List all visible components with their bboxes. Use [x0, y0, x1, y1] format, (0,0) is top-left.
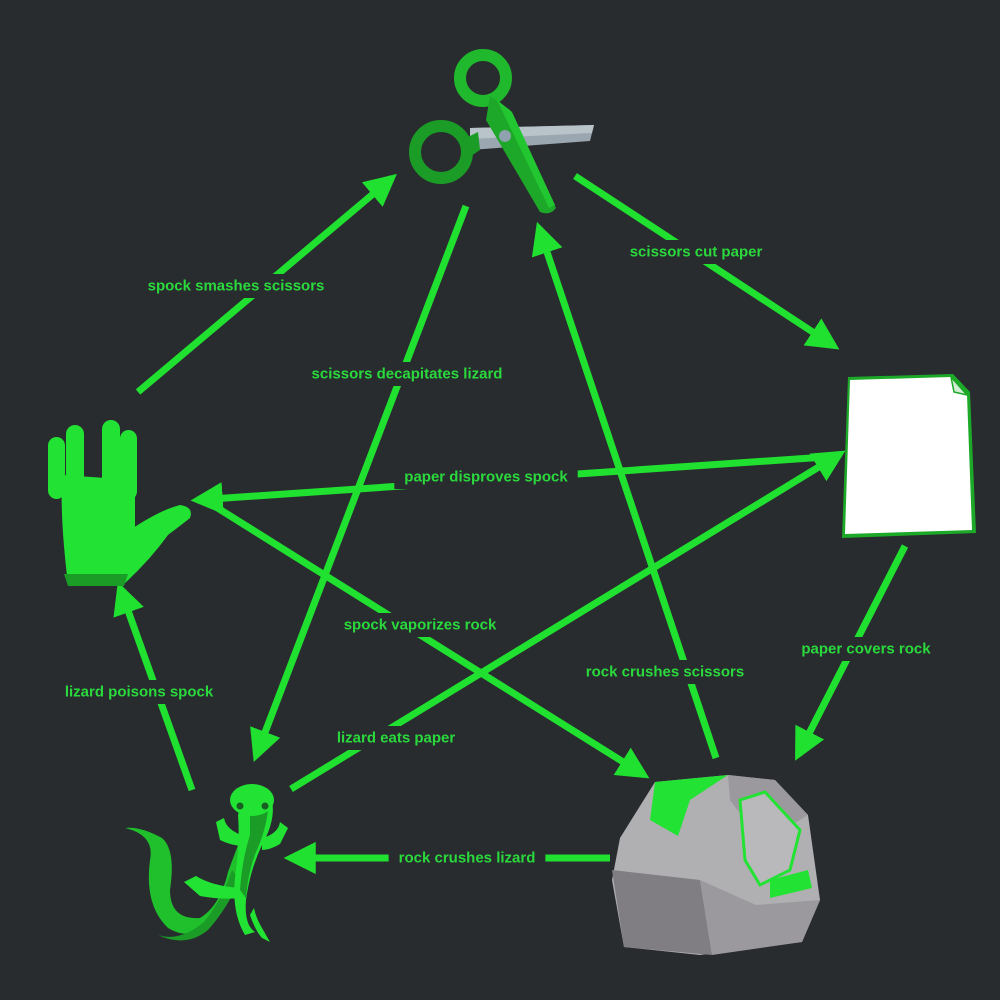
edge-label-scissors-paper: scissors cut paper [630, 244, 763, 261]
label-group-rock-lizard: rock crushes lizard [388, 846, 546, 870]
label-group-scissors-paper: scissors cut paper [619, 240, 773, 264]
spock-hand-icon [48, 420, 191, 586]
edge-label-spock-scissors: spock smashes scissors [148, 278, 325, 295]
edge-label-paper-rock: paper covers rock [801, 641, 931, 658]
label-group-scissors-lizard: scissors decapitates lizard [301, 362, 513, 386]
labels-layer: scissors cut paper paper covers rock roc… [54, 240, 941, 870]
label-group-lizard-paper: lizard eats paper [326, 726, 466, 750]
label-group-paper-rock: paper covers rock [791, 637, 941, 661]
label-group-rock-scissors: rock crushes scissors [575, 660, 755, 684]
scissors-icon [409, 49, 594, 214]
paper-icon [842, 374, 976, 538]
label-group-paper-spock: paper disproves spock [394, 465, 578, 489]
edge-label-spock-rock: spock vaporizes rock [344, 617, 497, 634]
edge-label-rock-lizard: rock crushes lizard [399, 850, 536, 867]
edge-label-lizard-paper: lizard eats paper [337, 730, 456, 747]
edge-label-lizard-spock: lizard poisons spock [65, 684, 214, 701]
edge-label-scissors-lizard: scissors decapitates lizard [312, 366, 503, 383]
label-group-spock-rock: spock vaporizes rock [333, 613, 507, 637]
lizard-icon [125, 784, 288, 942]
arrow-scissors-lizard [250, 204, 470, 763]
label-group-lizard-spock: lizard poisons spock [54, 680, 224, 704]
edge-label-paper-spock: paper disproves spock [404, 469, 568, 486]
rock-icon [612, 775, 820, 955]
edge-label-rock-scissors: rock crushes scissors [586, 664, 744, 681]
label-group-spock-scissors: spock smashes scissors [137, 274, 335, 298]
